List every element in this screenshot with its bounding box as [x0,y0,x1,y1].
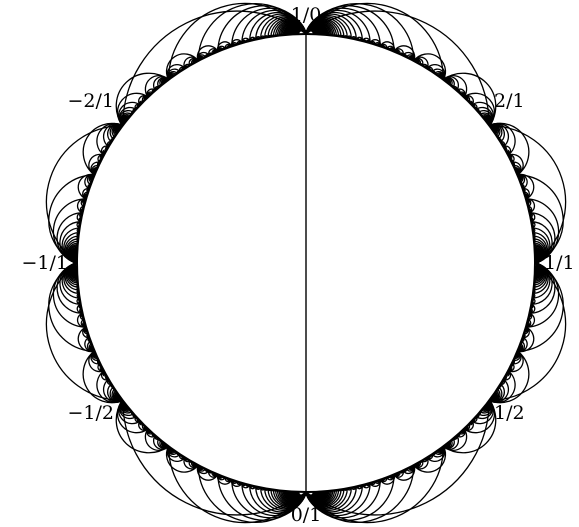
farey-arc [45,124,123,264]
farey-arc [122,10,307,126]
farey-arc [489,262,567,402]
farey-arc [76,262,307,493]
farey-arc [305,262,536,493]
farey-arc [489,124,567,264]
farey-arc [122,400,307,516]
farey-arc [305,33,536,264]
farey-arc [305,10,490,126]
farey-arc [76,33,307,264]
farey-arc [45,262,123,402]
farey-arc [305,400,490,516]
